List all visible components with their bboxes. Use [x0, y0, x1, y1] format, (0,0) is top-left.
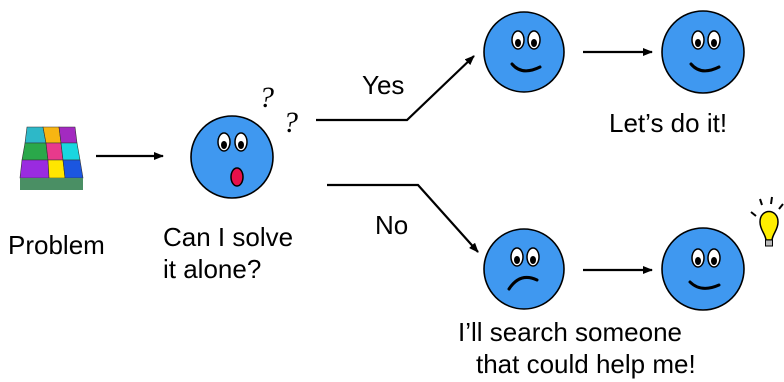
label-question-line2: it alone?: [163, 254, 262, 284]
smiling-face-icon: [661, 227, 745, 311]
frowning-face-icon: [483, 228, 565, 310]
svg-text:?: ?: [283, 106, 298, 139]
label-search-line1: I’ll search someone: [458, 317, 682, 347]
light-bulb-icon: [750, 196, 784, 247]
question-marks-icon: ? ?: [259, 81, 298, 139]
label-search-line2: that could help me!: [476, 349, 696, 379]
svg-text:?: ?: [259, 81, 274, 114]
smiling-face-icon: [661, 10, 745, 94]
smiling-face-icon: [483, 11, 565, 93]
label-lets-do-it: Let’s do it!: [609, 108, 728, 138]
label-question-line1: Can I solve: [163, 222, 294, 252]
label-yes: Yes: [362, 70, 405, 100]
surprised-face-icon: [190, 115, 274, 199]
arrow-yes-branch: [316, 55, 475, 122]
label-no: No: [375, 210, 409, 240]
puzzle-icon: [19, 126, 84, 190]
arrow-no-branch: [327, 183, 479, 253]
label-problem: Problem: [8, 230, 105, 260]
